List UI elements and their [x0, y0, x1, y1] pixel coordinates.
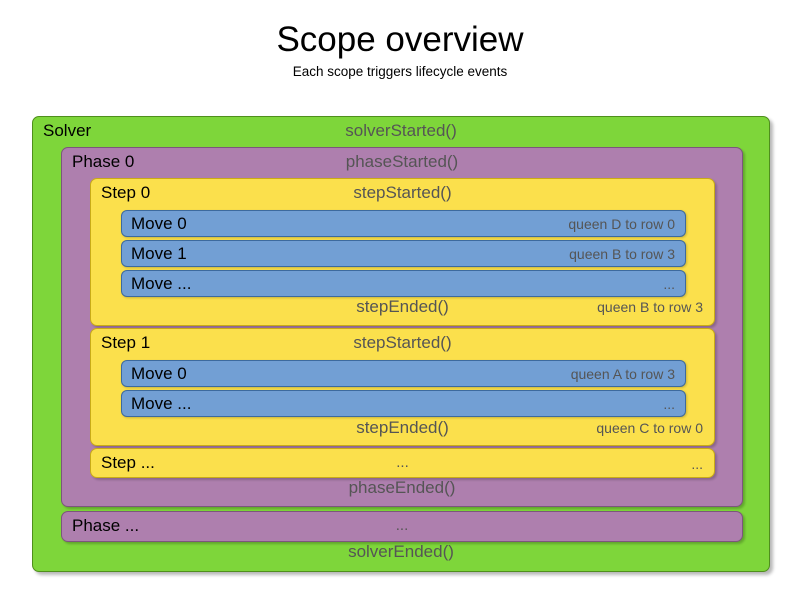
solver-label: Solver: [43, 121, 92, 140]
move-row[interactable]: Move 0 queen D to row 0: [121, 210, 686, 237]
move-label: Move 1: [131, 244, 187, 263]
phase-scope-0[interactable]: Phase 0 phaseStarted() Step 0 stepStarte…: [61, 147, 743, 507]
page-subtitle: Each scope triggers lifecycle events: [292, 63, 508, 79]
step-1-ended-detail: queen C to row 0: [596, 420, 703, 436]
move-label: Move ...: [131, 394, 192, 413]
phase-0-footer: phaseEnded(): [62, 478, 742, 502]
phase-scope-ellipsis[interactable]: Phase ... ...: [61, 511, 743, 542]
step-0-header: Step 0 stepStarted(): [91, 183, 714, 207]
move-label: Move ...: [131, 274, 192, 293]
step-0-footer: stepEnded() queen B to row 3: [91, 297, 714, 321]
phase-0-label: Phase 0: [72, 152, 135, 171]
step-ellipsis-event: ...: [396, 454, 409, 471]
move-detail: ...: [663, 276, 675, 292]
move-row[interactable]: Move ... ...: [121, 270, 686, 297]
phase-0-header: Phase 0 phaseStarted(): [62, 152, 742, 176]
move-detail: queen A to row 3: [570, 366, 675, 382]
step-1-label: Step 1: [101, 333, 151, 352]
move-row[interactable]: Move ... ...: [121, 390, 686, 417]
move-detail: queen B to row 3: [569, 246, 675, 262]
step-scope-1[interactable]: Step 1 stepStarted() Move 0 queen A to r…: [90, 328, 715, 446]
solver-scope[interactable]: Solver solverStarted() Phase 0 phaseStar…: [32, 116, 770, 572]
step-1-started-event: stepStarted(): [353, 333, 452, 352]
move-detail: queen D to row 0: [568, 216, 675, 232]
step-1-footer: stepEnded() queen C to row 0: [91, 418, 714, 442]
step-1-header: Step 1 stepStarted(): [91, 333, 714, 357]
solver-started-event: solverStarted(): [345, 121, 457, 140]
step-0-started-event: stepStarted(): [353, 183, 452, 202]
step-scope-0[interactable]: Step 0 stepStarted() Move 0 queen D to r…: [90, 178, 715, 326]
solver-ended-event: solverEnded(): [348, 542, 454, 561]
step-0-ended-detail: queen B to row 3: [597, 299, 703, 315]
move-row[interactable]: Move 1 queen B to row 3: [121, 240, 686, 267]
step-ellipsis-detail: ...: [691, 456, 703, 472]
step-ellipsis-label: Step ...: [101, 453, 155, 472]
solver-footer: solverEnded(): [33, 542, 769, 566]
move-label: Move 0: [131, 364, 187, 383]
phase-ellipsis-event: ...: [395, 517, 409, 534]
page-heading: Scope overview Each scope triggers lifec…: [0, 0, 800, 79]
step-0-label: Step 0: [101, 183, 151, 202]
phase-ellipsis-label: Phase ...: [72, 516, 140, 535]
phase-0-ended-event: phaseEnded(): [348, 478, 456, 497]
step-scope-ellipsis[interactable]: Step ... ... ...: [90, 448, 715, 478]
move-label: Move 0: [131, 214, 187, 233]
move-row[interactable]: Move 0 queen A to row 3: [121, 360, 686, 387]
page-title: Scope overview: [276, 20, 524, 59]
solver-header: Solver solverStarted(): [33, 121, 769, 145]
move-detail: ...: [663, 396, 675, 412]
phase-0-started-event: phaseStarted(): [345, 152, 459, 171]
